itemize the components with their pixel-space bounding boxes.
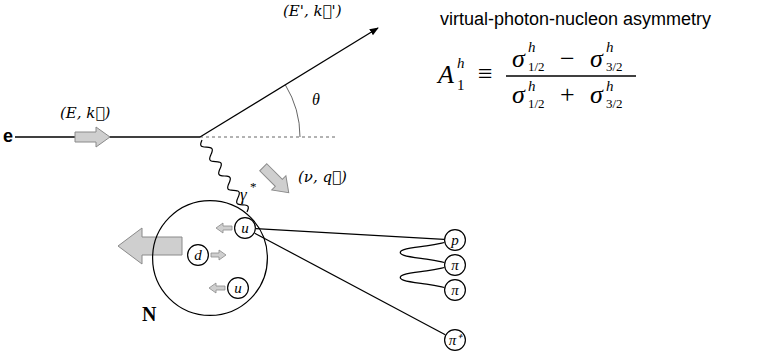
quark-circle: u [227, 277, 249, 299]
kinematics-label: (E', k⃗') [283, 4, 342, 19]
formula-superscript: h [606, 79, 614, 94]
heading: virtual-photon-nucleon asymmetry [440, 10, 711, 28]
circle-shape [188, 245, 209, 266]
circle-shape [235, 218, 256, 239]
string-loop [400, 267, 444, 287]
formula-subscript: 1 [457, 78, 465, 93]
circle-shape [445, 255, 466, 276]
kinematics-label: (E, k⃗) [60, 106, 110, 121]
circle-outline [152, 200, 268, 316]
nucleon-spin-arrow [118, 228, 182, 264]
axis-dashed [200, 137, 335, 138]
string-line [255, 233, 446, 335]
angle-arc [285, 85, 300, 137]
circle-shape [445, 280, 466, 301]
formula-symbol: σ [512, 82, 525, 108]
particle-label: e [3, 127, 13, 145]
nucleon-label: N [142, 304, 156, 324]
string-line [256, 229, 444, 240]
formula-symbol: σ [590, 46, 603, 72]
scattered-electron [200, 28, 378, 137]
hadron-circle: π [444, 254, 466, 276]
formula-superscript: h [528, 40, 536, 55]
circle-shape [445, 230, 466, 251]
hadron-circle: π [444, 279, 466, 301]
formula-symbol: σ [512, 46, 525, 72]
hadron-circle: π⁺ [444, 329, 466, 351]
formula-symbol: A [438, 62, 454, 88]
superscript: * [250, 180, 257, 193]
string-loop [400, 242, 444, 262]
quark-circle: d [187, 244, 209, 266]
quark-spin-arrow [216, 223, 232, 233]
kinematics-label: (ν, q⃗) [298, 170, 347, 185]
formula-superscript: h [606, 40, 614, 55]
formula-operator: + [560, 82, 575, 108]
hadron-circle: p [444, 229, 466, 251]
particle-symbol: π⁺ [449, 333, 462, 348]
fraction-bar [506, 75, 636, 76]
particle-symbol: π [451, 258, 459, 273]
formula-subscript: 3/2 [606, 60, 623, 73]
circle-shape [228, 278, 249, 299]
spin-arrow [75, 127, 110, 147]
circle-shape [153, 201, 268, 316]
circle-shape [445, 330, 466, 351]
particle-symbol: π [451, 283, 459, 298]
formula-superscript: h [528, 79, 536, 94]
formula-operator: − [560, 46, 575, 72]
particle-symbol: u [241, 221, 249, 236]
formula-operator: ≡ [478, 61, 493, 87]
formula-symbol: σ [590, 82, 603, 108]
quark-spin-arrow [211, 250, 226, 260]
formula-superscript: h [457, 56, 465, 71]
particle-symbol: d [194, 248, 202, 263]
particle-symbol: u [234, 281, 242, 296]
formula-subscript: 3/2 [606, 97, 623, 110]
photon-spin-arrow [256, 160, 296, 200]
angle-label: θ [312, 92, 320, 108]
formula-subscript: 1/2 [528, 60, 545, 73]
quark-spin-arrow [209, 283, 225, 293]
particle-symbol: p [451, 233, 459, 248]
formula-subscript: 1/2 [528, 97, 545, 110]
quark-circle: u [234, 217, 256, 239]
nucleon-circle: Nudu [152, 200, 268, 316]
particle-label: γ [240, 186, 247, 203]
